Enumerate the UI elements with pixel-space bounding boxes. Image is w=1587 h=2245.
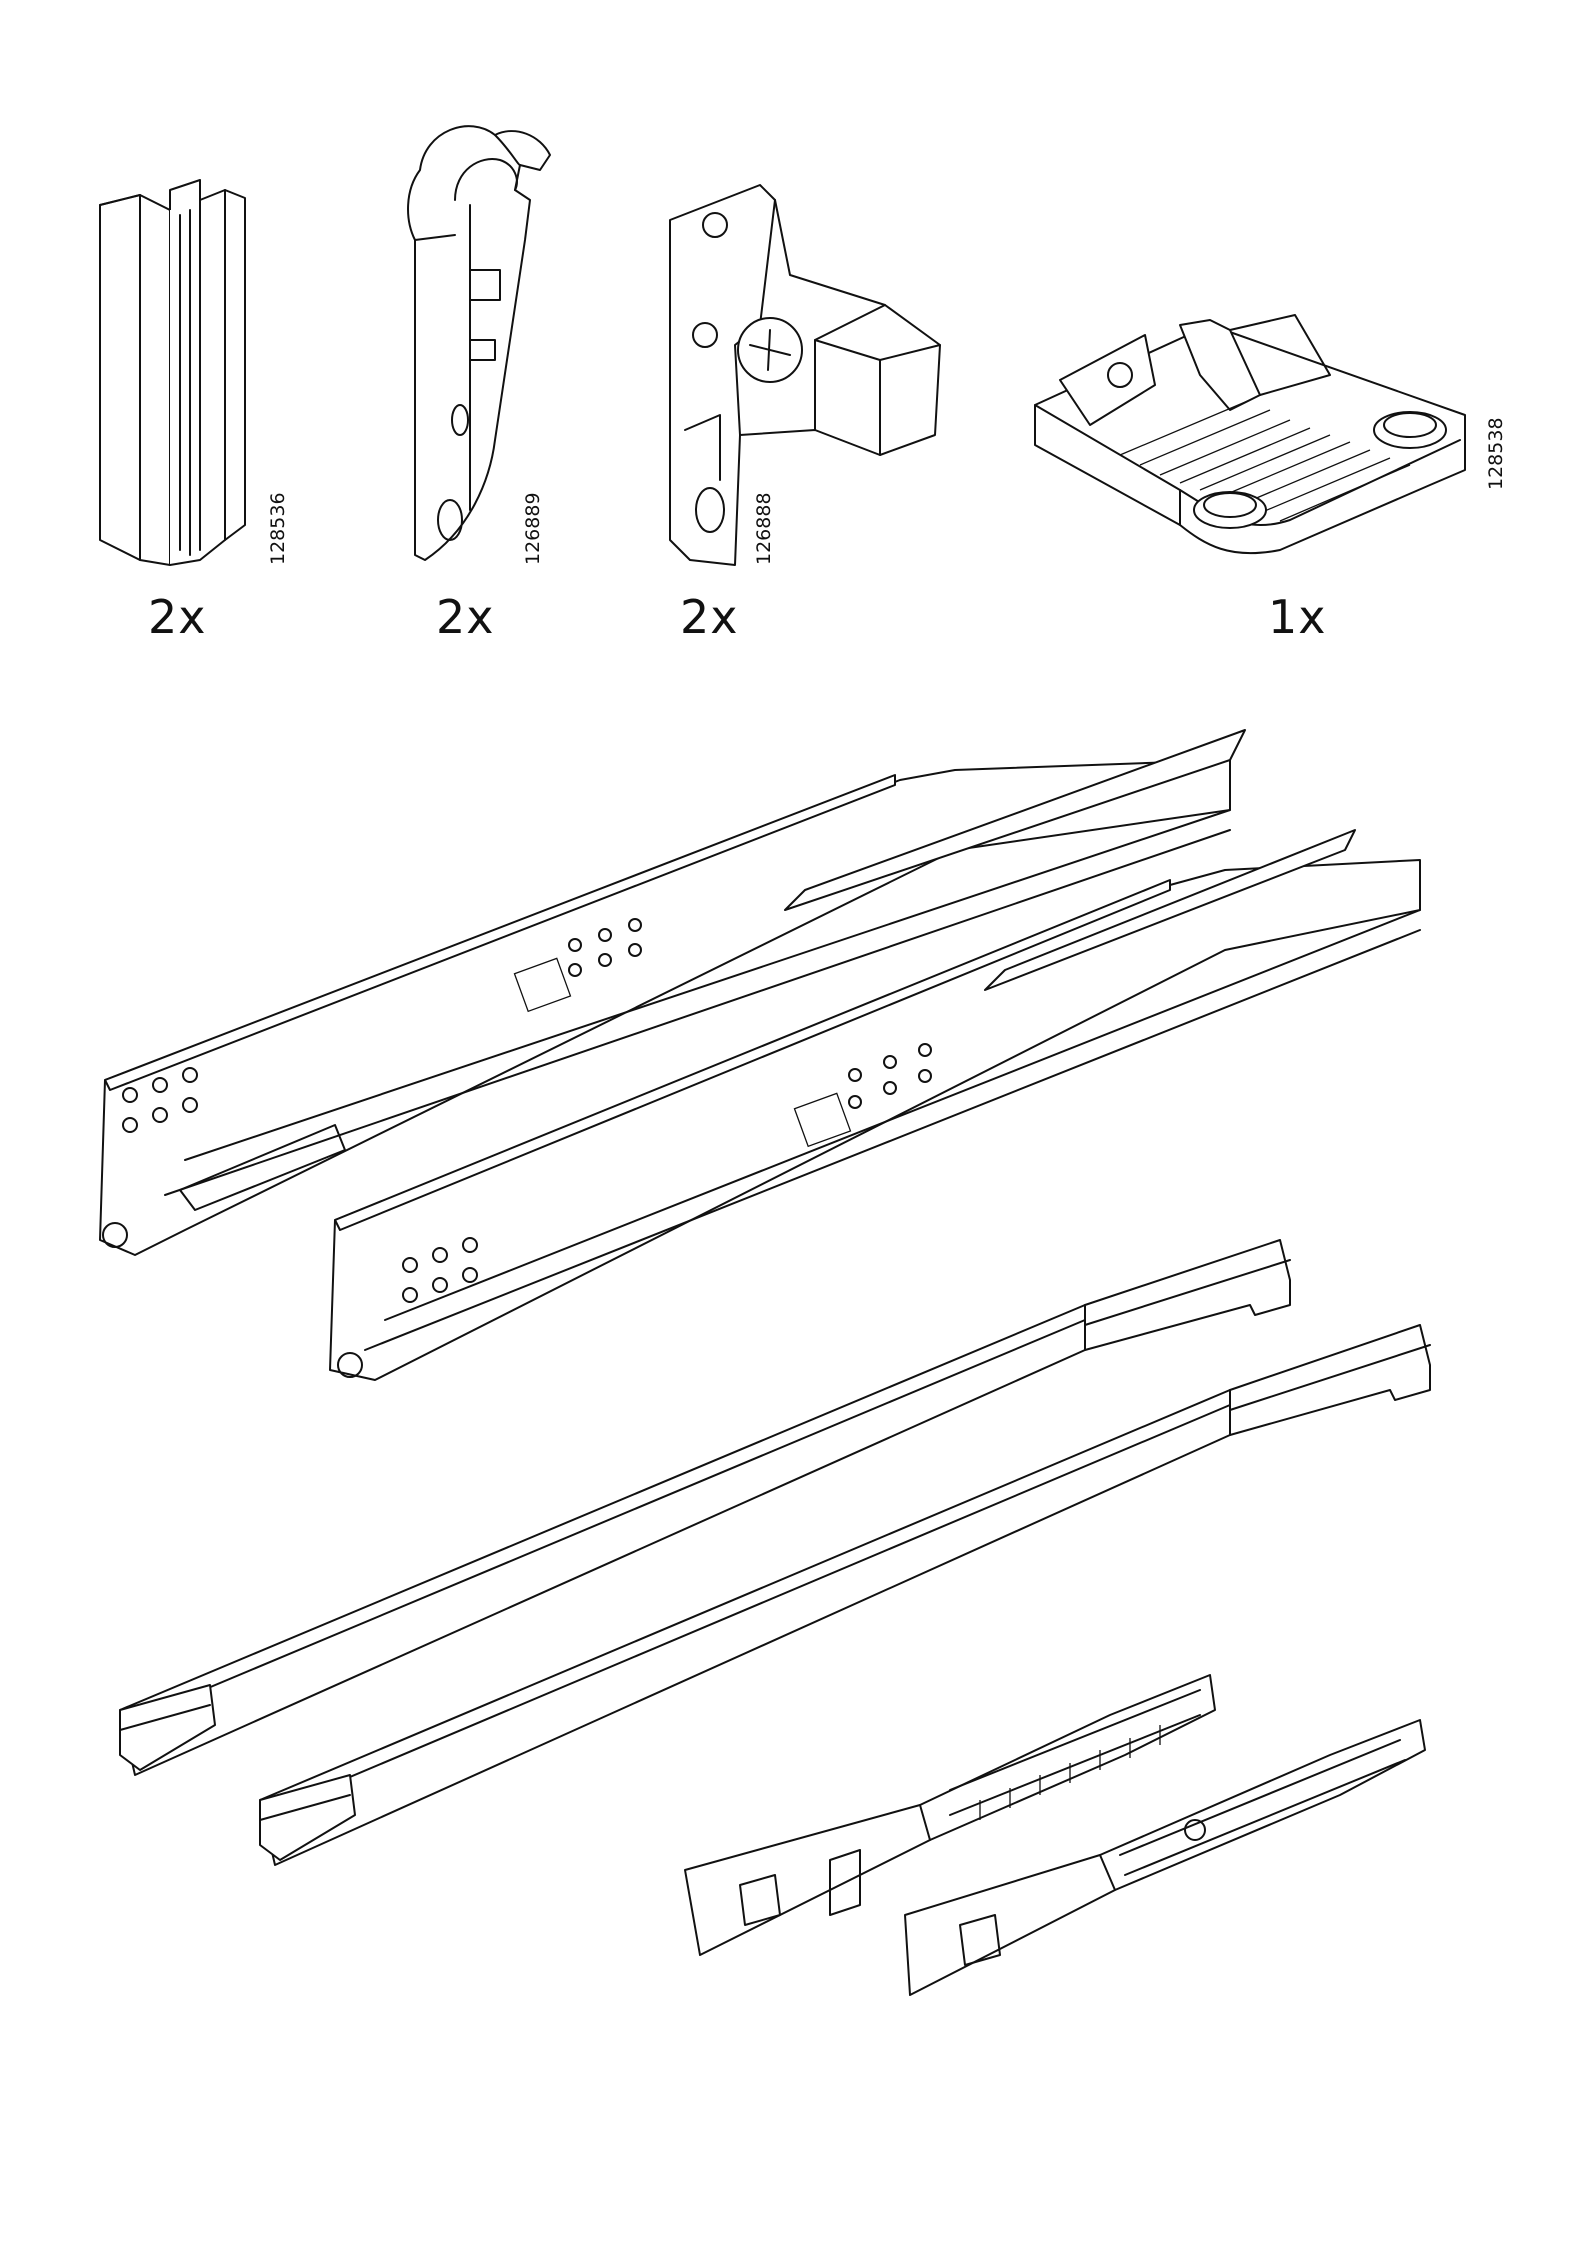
part-code: 128536: [267, 492, 289, 565]
part-126889: 126889: [400, 110, 560, 570]
clip-rail-illustration: [95, 170, 255, 570]
part-quantity: 2x: [436, 590, 495, 644]
part-code: 126888: [753, 492, 775, 565]
slotted-plate-illustration: [1030, 315, 1470, 565]
part-quantity: 2x: [680, 590, 739, 644]
lock-right-illustration: [900, 1715, 1430, 2005]
part-code: 126889: [522, 492, 544, 565]
part-128538: 128538: [1030, 315, 1470, 565]
part-126888: 126888: [665, 180, 945, 570]
front-bracket-illustration: [665, 180, 945, 570]
part-code: 128538: [1485, 417, 1507, 490]
part-quantity: 1x: [1268, 590, 1327, 644]
locking-device-right: [900, 1715, 1430, 2005]
part-quantity: 2x: [148, 590, 207, 644]
part-128536: 128536: [95, 170, 255, 570]
